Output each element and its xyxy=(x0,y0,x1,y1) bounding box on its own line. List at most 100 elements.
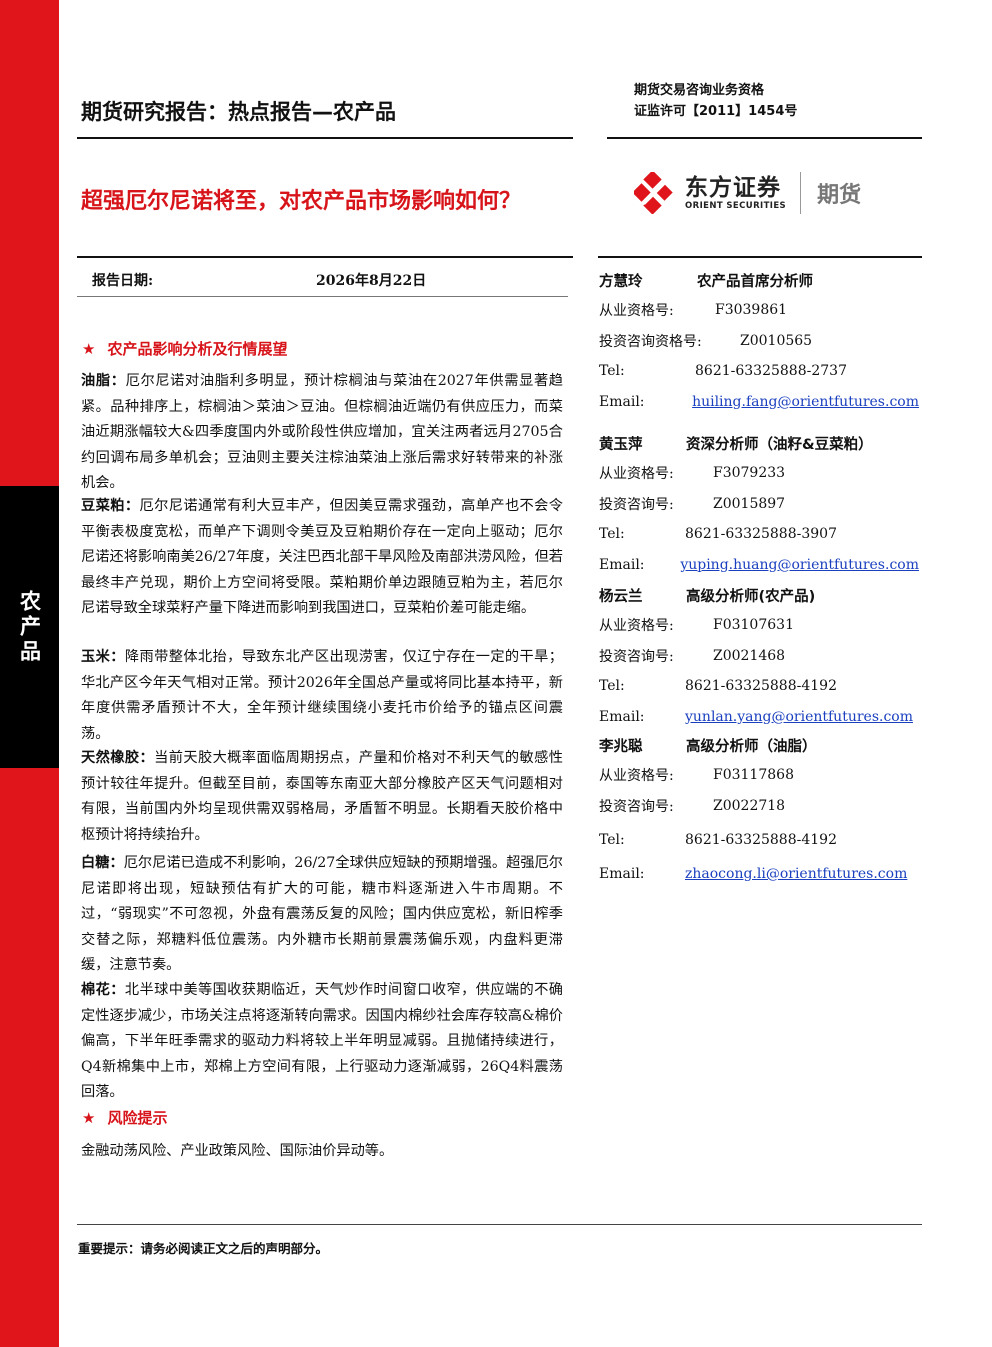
invest-value: Z0010565 xyxy=(740,332,813,349)
analyst-card: 黄玉萍 资深分析师（油籽&豆菜粕） 从业资格号: F3079233 投资咨询号:… xyxy=(599,428,919,580)
analyst-card: 李兆聪 高级分析师（油脂） 从业资格号: F03117868 投资咨询号: Z0… xyxy=(599,730,919,889)
section-heading-text: 农产品影响分析及行情展望 xyxy=(107,340,288,358)
analyst-invest-row: 投资咨询号: Z0022718 xyxy=(599,791,919,822)
tel-value: 8621-63325888-4192 xyxy=(685,832,837,849)
analyst-name: 黄玉萍 xyxy=(599,436,643,453)
tel-label: Tel: xyxy=(599,678,625,695)
paragraph-text: 厄尔尼诺已造成不利影响，26/27全球供应短缺的预期增强。超强厄尔尼诺即将出现，… xyxy=(81,855,563,973)
cert-value: F03107631 xyxy=(713,617,794,634)
analyst-cert-row: 从业资格号: F3039861 xyxy=(599,295,919,326)
email-label: Email: xyxy=(599,393,645,410)
commodity-paragraph-meal: 豆菜粕：厄尔尼诺通常有利大豆丰产，但因美豆需求强劲，高单产也不会令平衡表极度宽松… xyxy=(81,494,563,622)
star-icon: ★ xyxy=(82,1108,96,1127)
analyst-cert-row: 从业资格号: F3079233 xyxy=(599,458,919,489)
analyst-title: 农产品首席分析师 xyxy=(697,273,813,290)
analyst-invest-row: 投资咨询号: Z0021468 xyxy=(599,641,919,672)
invest-value: Z0022718 xyxy=(713,797,786,814)
cert-label: 从业资格号: xyxy=(599,466,674,483)
analyst-name: 方慧玲 xyxy=(599,273,643,290)
invest-label: 投资咨询号: xyxy=(599,798,674,815)
report-date-value: 2026年8月22日 xyxy=(316,273,427,289)
analyst-cert-row: 从业资格号: F03107631 xyxy=(599,610,919,641)
commodity-paragraph-corn: 玉米：降雨带整体北抬，导致东北产区出现涝害，仅辽宁存在一定的干旱；华北产区今年天… xyxy=(81,645,563,747)
footer-rule xyxy=(77,1224,922,1225)
license-line-1: 期货交易咨询业务资格 xyxy=(634,83,765,98)
analyst-card: 方慧玲 农产品首席分析师 从业资格号: F3039861 投资咨询资格号: Z0… xyxy=(599,265,919,417)
cert-value: F3039861 xyxy=(715,302,788,319)
analyst-name: 杨云兰 xyxy=(599,588,643,605)
email-label: Email: xyxy=(599,556,645,573)
paragraph-lead: 棉花： xyxy=(81,982,125,998)
section-heading-text: 风险提示 xyxy=(107,1109,168,1127)
tel-value: 8621-63325888-2737 xyxy=(695,363,847,380)
analyst-title: 高级分析师（油脂） xyxy=(686,738,817,755)
analyst-card: 杨云兰 高级分析师(农产品) 从业资格号: F03107631 投资咨询号: Z… xyxy=(599,580,919,732)
analyst-cert-row: 从业资格号: F03117868 xyxy=(599,760,919,791)
paragraph-lead: 白糖： xyxy=(81,855,124,871)
cert-label: 从业资格号: xyxy=(599,303,674,320)
tel-label: Tel: xyxy=(599,363,625,380)
analyst-email-row: Email: zhaocong.li@orientfutures.com xyxy=(599,859,919,890)
cert-value: F3079233 xyxy=(713,465,786,482)
analyst-heading: 杨云兰 高级分析师(农产品) xyxy=(599,580,919,610)
invest-label: 投资咨询资格号: xyxy=(599,333,702,350)
category-label: 农产品 xyxy=(17,589,42,665)
report-type-title: 期货研究报告：热点报告—农产品 xyxy=(81,100,396,124)
report-headline: 超强厄尔尼诺将至，对农产品市场影响如何？ xyxy=(81,189,522,214)
analyst-tel-row: Tel: 8621-63325888-4192 xyxy=(599,671,919,702)
logo-suffix: 期货 xyxy=(817,183,862,208)
analyst-invest-row: 投资咨询资格号: Z0010565 xyxy=(599,326,919,357)
invest-value: Z0015897 xyxy=(713,495,786,512)
license-line-2: 证监许可【2011】1454号 xyxy=(634,104,798,119)
analyst-tel-row: Tel: 8621-63325888-2737 xyxy=(599,356,919,387)
orient-logo-icon xyxy=(634,172,673,214)
commodity-paragraph-sugar: 白糖：厄尔尼诺已造成不利影响，26/27全球供应短缺的预期增强。超强厄尔尼诺即将… xyxy=(81,851,563,979)
analyst-heading: 李兆聪 高级分析师（油脂） xyxy=(599,730,919,760)
paragraph-text: 当前天胶大概率面临周期拐点，产量和价格对不利天气的敏感性预计较往年提升。但截至目… xyxy=(81,750,563,843)
paragraph-text: 厄尔尼诺对油脂利多明显，预计棕榈油与菜油在2027年供需显著趋紧。品种排序上，棕… xyxy=(81,373,563,491)
paragraph-text: 厄尔尼诺通常有利大豆丰产，但因美豆需求强劲，高单产也不会令平衡表极度宽松，而单产… xyxy=(81,498,563,616)
invest-label: 投资咨询号: xyxy=(599,496,674,513)
commodity-paragraph-cotton: 棉花：北半球中美等国收获期临近，天气炒作时间窗口收窄，供应端的不确定性逐步减少，… xyxy=(81,978,563,1106)
star-icon: ★ xyxy=(82,339,96,358)
orient-futures-logo: 东方证券 ORIENT SECURITIES 期货 xyxy=(634,170,861,216)
paragraph-lead: 天然橡胶： xyxy=(81,750,155,766)
license-info: 期货交易咨询业务资格 证监许可【2011】1454号 xyxy=(634,80,797,122)
analyst-tel-row: Tel: 8621-63325888-3907 xyxy=(599,519,919,550)
analyst-title: 资深分析师（油籽&豆菜粕） xyxy=(686,436,873,453)
logo-cn-name: 东方证券 xyxy=(685,175,781,201)
category-side-tab: 农产品 xyxy=(0,486,59,768)
cert-label: 从业资格号: xyxy=(599,618,674,635)
analyst-email-row: Email: huiling.fang@orientfutures.com xyxy=(599,387,919,418)
commodity-paragraph-rubber: 天然橡胶：当前天胶大概率面临周期拐点，产量和价格对不利天气的敏感性预计较往年提升… xyxy=(81,746,563,848)
paragraph-text: 北半球中美等国收获期临近，天气炒作时间窗口收窄，供应端的不确定性逐步减少，市场关… xyxy=(81,982,563,1100)
email-link[interactable]: huiling.fang@orientfutures.com xyxy=(692,393,919,410)
tel-label: Tel: xyxy=(599,832,625,849)
email-label: Email: xyxy=(599,865,645,882)
email-link[interactable]: zhaocong.li@orientfutures.com xyxy=(685,865,908,882)
paragraph-text: 降雨带整体北抬，导致东北产区出现涝害，仅辽宁存在一定的干旱；华北产区今年天气相对… xyxy=(81,649,563,742)
commodity-paragraph-oils: 油脂：厄尔尼诺对油脂利多明显，预计棕榈油与菜油在2027年供需显著趋紧。品种排序… xyxy=(81,369,563,497)
analyst-title: 高级分析师(农产品) xyxy=(686,588,816,605)
risk-warning-text: 金融动荡风险、产业政策风险、国际油价异动等。 xyxy=(81,1143,394,1159)
analyst-email-row: Email: yunlan.yang@orientfutures.com xyxy=(599,702,919,733)
date-rule xyxy=(77,296,568,297)
tel-value: 8621-63325888-3907 xyxy=(685,526,837,543)
paragraph-lead: 豆菜粕： xyxy=(81,498,140,514)
email-link[interactable]: yunlan.yang@orientfutures.com xyxy=(685,708,913,725)
tel-value: 8621-63325888-4192 xyxy=(685,678,837,695)
analyst-invest-row: 投资咨询号: Z0015897 xyxy=(599,489,919,520)
cert-value: F03117868 xyxy=(713,767,794,784)
invest-label: 投资咨询号: xyxy=(599,648,674,665)
header-rule-left xyxy=(77,137,573,139)
section-heading-outlook: ★ 农产品影响分析及行情展望 xyxy=(82,338,287,359)
logo-divider xyxy=(800,172,802,214)
analyst-name: 李兆聪 xyxy=(599,738,643,755)
analyst-heading: 黄玉萍 资深分析师（油籽&豆菜粕） xyxy=(599,428,919,458)
invest-value: Z0021468 xyxy=(713,647,786,664)
email-link[interactable]: yuping.huang@orientfutures.com xyxy=(680,556,919,573)
section-heading-risk: ★ 风险提示 xyxy=(82,1107,167,1128)
logo-en-name: ORIENT SECURITIES xyxy=(685,201,787,211)
report-date-label: 报告日期: xyxy=(92,273,154,289)
title-rule-right xyxy=(598,256,922,258)
